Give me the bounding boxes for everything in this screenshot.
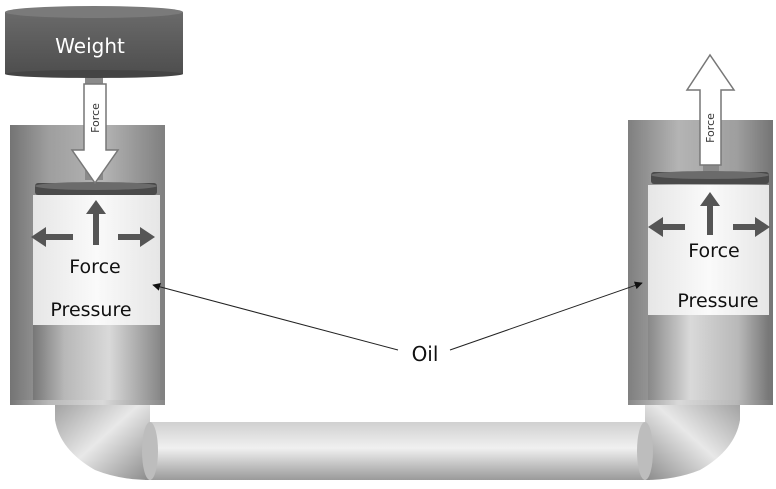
right-cylinder <box>628 120 773 405</box>
weight-label: Weight <box>55 34 125 58</box>
right-pressure-label: Pressure <box>677 290 758 312</box>
oil-label: Oil <box>412 342 439 366</box>
left-force-arrow-label: Force <box>89 103 102 133</box>
left-force-arrow <box>70 83 120 185</box>
weight-block <box>5 6 183 78</box>
right-pressure-arrows <box>648 192 770 237</box>
left-pressure-arrows <box>31 200 155 247</box>
left-pressure-label: Pressure <box>50 299 131 321</box>
connecting-pipe <box>55 395 740 480</box>
oil-pointer-lines <box>152 281 643 351</box>
right-force-arrow-label: Force <box>704 113 717 143</box>
right-force-label: Force <box>688 240 739 262</box>
right-force-arrow <box>685 53 736 166</box>
left-force-label: Force <box>69 256 120 278</box>
